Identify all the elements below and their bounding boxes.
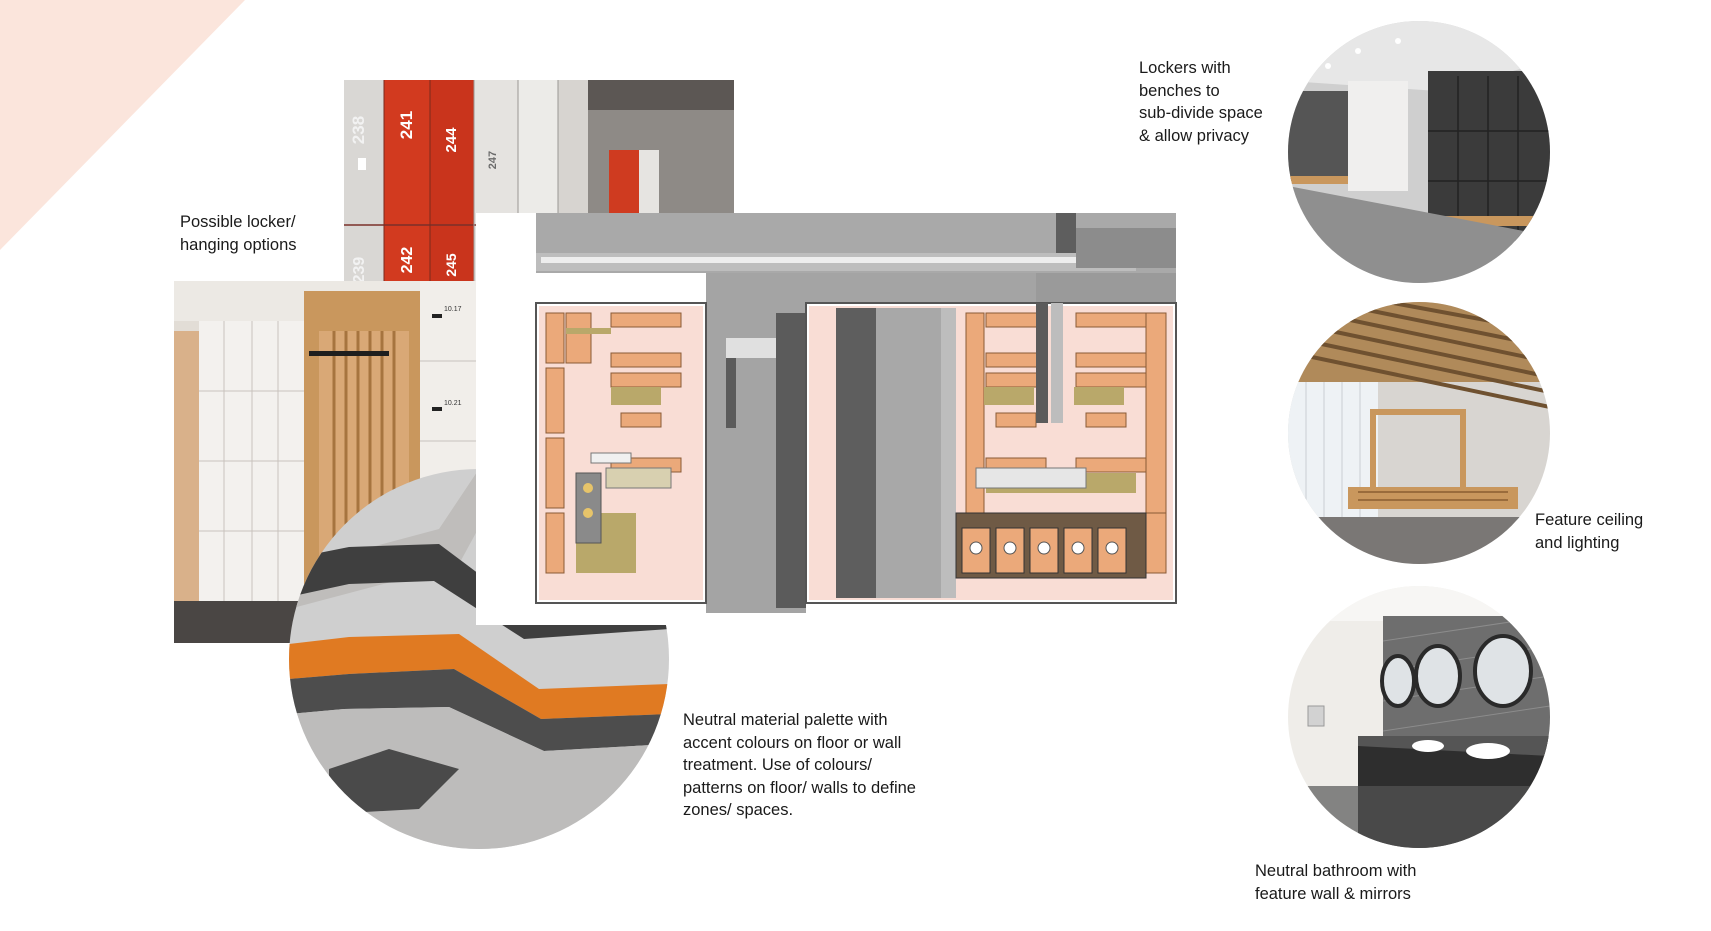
- changing-room-floor-plan-render: [476, 213, 1186, 625]
- locker-number-242: 242: [399, 247, 416, 274]
- locker-number-241: 241: [397, 111, 416, 139]
- caption-locker-hanging-options: Possible locker/ hanging options: [180, 213, 297, 254]
- locker-number-239: 239: [351, 257, 368, 284]
- locker-number-238: 238: [349, 116, 368, 144]
- locker-tag-10-21: 10.21: [444, 400, 462, 407]
- caption-lockers-with-benches: Lockers with benches to sub-divide space…: [1139, 59, 1263, 145]
- locker-tag-10-17: 10.17: [444, 306, 462, 313]
- locker-number-247: 247: [487, 151, 499, 169]
- photo-neutral-bathroom: [1288, 586, 1550, 848]
- caption-feature-ceiling: Feature ceiling and lighting: [1535, 511, 1644, 552]
- caption-neutral-material-palette: Neutral material palette with accent col…: [683, 711, 916, 819]
- locker-number-245: 245: [443, 253, 459, 277]
- photo-lockers-with-benches: [1288, 21, 1550, 283]
- locker-number-244: 244: [443, 127, 460, 153]
- caption-neutral-bathroom: Neutral bathroom with feature wall & mir…: [1255, 862, 1417, 903]
- peach-corner-shape: [0, 0, 245, 250]
- photo-feature-ceiling-lighting: [1288, 302, 1550, 564]
